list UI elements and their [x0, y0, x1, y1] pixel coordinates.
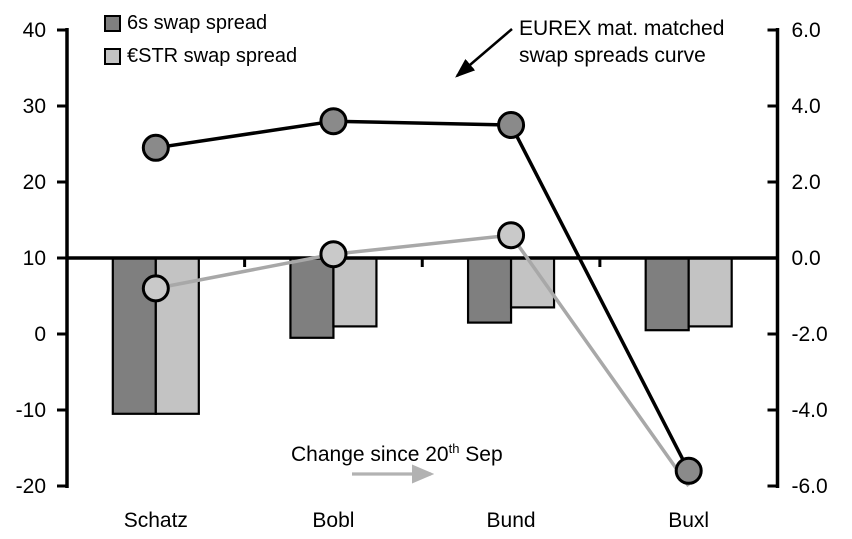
bar-6s-bobl — [289, 256, 335, 339]
left-axis-tick-label: 20 — [23, 171, 46, 194]
left-axis-tick-label: 30 — [23, 95, 46, 118]
curve-annotation-arrow — [455, 28, 513, 78]
bar-estr-bobl — [332, 256, 378, 328]
legend-swatch-6s-icon — [104, 15, 121, 32]
change-annotation-text2: Sep — [459, 443, 503, 466]
plot-area: 403020100-10-206.04.02.00.0-2.0-4.0-6.0S… — [16, 19, 828, 532]
marker-estr-bund — [497, 221, 526, 250]
left-axis-tick-label: -20 — [16, 475, 46, 498]
category-label-schatz: Schatz — [124, 509, 188, 532]
right-axis-tick-label: -6.0 — [792, 475, 828, 498]
right-axis-tick-label: -2.0 — [792, 323, 828, 346]
marker-6s-bund — [497, 111, 526, 139]
curve-annotation-line1: EUREX mat. matched — [519, 17, 725, 40]
legend-label-6s: 6s swap spread — [127, 12, 268, 34]
change-annotation-text: Change since 20 — [291, 443, 449, 466]
left-axis-tick-label: 10 — [23, 247, 46, 270]
right-axis-tick-label: 6.0 — [792, 19, 821, 42]
right-axis-tick-label: 4.0 — [792, 95, 821, 118]
change-annotation: Change since 20th Sep — [291, 441, 503, 468]
right-axis-tick-label: 0.0 — [792, 247, 821, 270]
category-label-bobl: Bobl — [312, 509, 354, 532]
line-6s-series — [155, 119, 691, 472]
legend-swatch-estr-icon — [104, 48, 121, 65]
category-label-bund: Bund — [487, 509, 536, 532]
curve-annotation-line2: swap spreads curve — [519, 44, 706, 67]
category-label-buxl: Buxl — [668, 509, 709, 532]
right-axis-tick-label: 2.0 — [792, 171, 821, 194]
curve-annotation: EUREX mat. matched swap spreads curve — [519, 15, 724, 69]
marker-6s-schatz — [141, 133, 170, 162]
bar-6s-buxl — [644, 256, 690, 332]
legend-item-estr: €STR swap spread — [104, 40, 297, 73]
chart-legend: 6s swap spread €STR swap spread — [104, 7, 297, 73]
change-annotation-sup: th — [448, 441, 460, 456]
marker-estr-bobl — [319, 240, 348, 269]
left-axis-tick-label: 0 — [34, 323, 46, 346]
right-axis-tick-label: -4.0 — [792, 399, 828, 422]
marker-estr-schatz — [141, 274, 170, 303]
left-axis-tick-label: 40 — [23, 19, 46, 42]
line-estr-series — [155, 233, 691, 488]
left-axis-tick-label: -10 — [16, 399, 46, 422]
bar-6s-bund — [466, 256, 513, 324]
marker-6s-buxl — [674, 456, 703, 485]
legend-label-estr: €STR swap spread — [127, 45, 298, 67]
marker-6s-bobl — [319, 107, 348, 136]
bar-estr-buxl — [687, 256, 733, 328]
legend-item-6s: 6s swap spread — [104, 7, 297, 40]
